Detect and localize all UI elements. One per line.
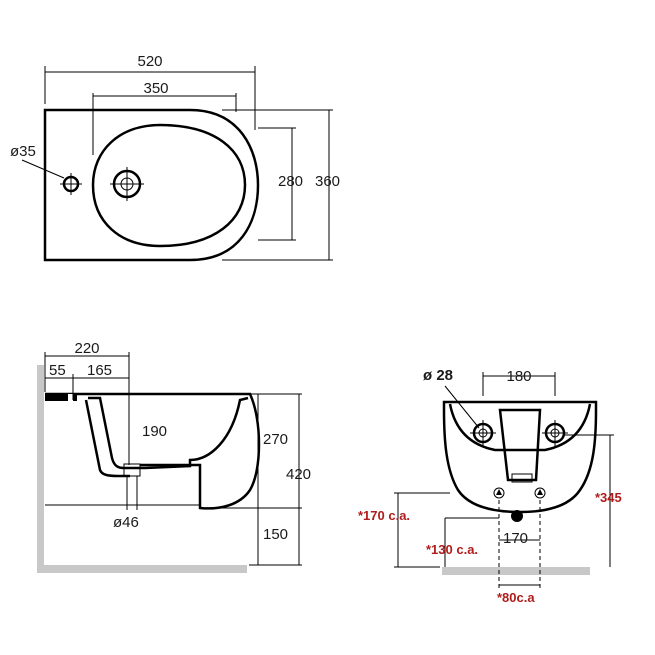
label-total-height: 420 <box>286 466 311 483</box>
supply-markers <box>493 487 546 499</box>
spout-tip <box>511 473 533 483</box>
dim-rim-height: 190 <box>128 378 167 465</box>
floor <box>37 565 247 573</box>
dim-overall-width: 520 <box>44 53 256 130</box>
rim-band <box>45 394 77 401</box>
label-inner-width: 350 <box>143 80 168 97</box>
leader-hole <box>21 159 65 179</box>
wall <box>37 365 44 573</box>
side-view: 220 55 165 190 ø46 270 420 150 <box>37 340 311 573</box>
label-body-height: 270 <box>263 431 288 448</box>
left-tap-hole <box>470 420 496 446</box>
dim-offsets: 55 165 <box>45 362 129 400</box>
floor-front <box>442 567 590 575</box>
label-fixing-width: 180 <box>506 368 531 385</box>
dim-heights: 270 420 150 <box>205 393 311 566</box>
label-rim-height: 190 <box>142 423 167 440</box>
dim-inner-depth: 280 <box>258 127 303 241</box>
top-view-outline <box>43 108 260 262</box>
side-view-trap <box>84 399 130 478</box>
label-inner-depth: 280 <box>278 173 303 190</box>
label-supply-height: *345 <box>595 490 622 505</box>
label-waste-spacing: *80c.a <box>497 590 535 605</box>
dim-inner-width: 350 <box>92 80 237 155</box>
label-overall-depth: 360 <box>315 173 340 190</box>
label-tap-hole-diameter: ø 28 <box>423 367 453 384</box>
label-waste-height: *170 c.a. <box>358 508 410 523</box>
dim-fixing-width: 180 <box>482 368 556 396</box>
front-view-bowl <box>448 403 592 452</box>
label-offset-a: 55 <box>49 362 66 379</box>
leader-tap-hole <box>444 385 480 429</box>
label-waste-lower: *130 c.a. <box>426 542 478 557</box>
label-floor-clearance: 150 <box>263 526 288 543</box>
front-view-outline <box>442 400 598 514</box>
dim-supply-width: 170 <box>444 500 541 590</box>
dim-overall-depth: 360 <box>222 109 340 261</box>
top-view: 520 350 ø35 280 360 <box>10 53 340 262</box>
label-drain-diameter: ø46 <box>113 514 139 531</box>
drain-pipe <box>123 463 141 510</box>
top-view-bowl <box>91 123 247 248</box>
side-view-outline <box>45 392 261 510</box>
dim-waste-spacing: *80c.a <box>497 584 540 605</box>
label-offset-b: 165 <box>87 362 112 379</box>
tap-hole <box>110 167 144 201</box>
front-view: ø 28 180 *345 *170 c.a. 1 <box>358 367 622 605</box>
dim-supply-height: *345 <box>565 434 622 567</box>
label-supply-width: 170 <box>503 530 528 547</box>
dim-waste-height: *170 c.a. <box>358 492 450 568</box>
label-hole-diameter: ø35 <box>10 143 36 160</box>
overflow-hole <box>60 173 82 195</box>
side-view-bowl <box>88 396 249 470</box>
waste-outlet <box>511 510 523 522</box>
right-tap-hole <box>542 420 568 446</box>
label-depth-to-wall: 220 <box>74 340 99 357</box>
label-overall-width: 520 <box>137 53 162 70</box>
rim-gap <box>68 394 73 401</box>
front-view-spout <box>498 408 542 482</box>
